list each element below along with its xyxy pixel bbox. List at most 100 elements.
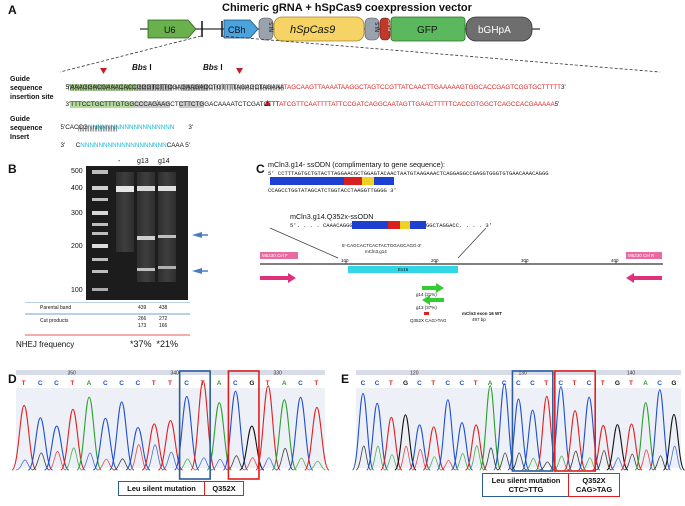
scale-label: 130 — [519, 371, 528, 377]
seq-pairing-lines: ||||||||||||||||||||||||||||||||||||||||… — [68, 84, 284, 91]
base-call: C — [459, 380, 464, 387]
panel-b-letter: B — [8, 162, 17, 176]
exon-label: Ex16 — [398, 267, 409, 272]
trace-minor-peak — [666, 445, 683, 471]
base-call: C — [54, 380, 59, 387]
row-label-guide: Guide — [10, 76, 30, 83]
ladder-200: 200 — [71, 243, 83, 250]
trace-minor-peak — [468, 445, 485, 471]
u6-label: U6 — [164, 25, 176, 35]
trace-minor-peak — [48, 450, 66, 471]
tick-400: 400 — [611, 258, 619, 263]
leu-label-d: Leu silent mutation — [118, 481, 205, 496]
parental-g14: 438 — [159, 305, 168, 311]
panel-c-letter: C — [256, 162, 265, 176]
ssodn-colorbar — [270, 177, 394, 185]
seq-top-strand: 5'AAAGGACGAAACACCGGGTCTTCGAGAAGACCTGTTTT… — [65, 84, 566, 91]
trace-peak — [352, 392, 375, 471]
trace-peak — [125, 426, 151, 471]
g13-arrow — [422, 295, 444, 305]
fwd-primer-arrow — [260, 273, 296, 283]
base-call: C — [103, 380, 108, 387]
fwd-primer-label: M5230 Cel F — [262, 253, 288, 258]
trace-peak — [287, 396, 314, 471]
panel-d-letter: D — [8, 372, 17, 386]
base-call: A — [643, 380, 648, 387]
lane-label-neg: - — [118, 158, 121, 165]
base-call: G — [615, 380, 620, 387]
trace-minor-peak — [511, 452, 527, 471]
trace-minor-peak — [276, 447, 294, 471]
insert-label-insert: Insert — [10, 134, 30, 141]
row-label-sequence: sequence — [10, 85, 43, 92]
chrom-background — [356, 388, 681, 468]
gene-map — [260, 228, 663, 315]
lane-label-g13: g13 — [137, 158, 149, 165]
base-call: C — [417, 380, 422, 387]
insert-bottom-strand: 3' CNNNNNNNNNNNNNNNNNNNCAAA 5' — [60, 142, 190, 149]
ladder-400: 400 — [71, 185, 83, 192]
base-call: C — [558, 380, 563, 387]
ssodn-q-title: mCln3.g14.Q352x-ssODN — [290, 212, 374, 221]
cas9-label: hSpCas9 — [290, 24, 335, 36]
rev-primer-box — [626, 252, 662, 259]
trace-peak — [108, 401, 135, 471]
exon-bar — [348, 266, 458, 273]
gel-image — [86, 166, 188, 300]
base-call: C — [298, 380, 303, 387]
bbs2-label: Bbs I — [203, 63, 223, 72]
trace-peak — [634, 402, 657, 471]
g14-arrow — [422, 283, 444, 293]
trace-peak — [606, 424, 629, 471]
trace-minor-peak — [80, 452, 99, 471]
g14-label: g14 (21%) — [416, 292, 437, 297]
base-call: C — [657, 380, 662, 387]
base-call: A — [282, 380, 287, 387]
trace-peak — [304, 406, 330, 471]
trace-peak — [271, 399, 298, 471]
q352-label-d: Q352X — [204, 481, 244, 496]
trace-peak — [563, 410, 587, 471]
chrom-header-band — [16, 370, 325, 375]
vector-map: U6 CBh NLS hSpCas9 NLS FLAG GFP bGHpA — [140, 16, 540, 42]
base-call: C — [445, 380, 450, 387]
cut-triangle-1 — [100, 68, 107, 74]
tick-100: 100 — [341, 258, 349, 263]
arrow-lower — [192, 268, 202, 274]
trace-peak — [592, 424, 615, 471]
trace-peak — [450, 422, 474, 471]
trace-minor-peak — [64, 447, 83, 471]
rev-primer-label: M5230 Cel R — [628, 253, 655, 258]
ladder-lane — [92, 170, 108, 291]
trace-peak — [206, 402, 233, 471]
rev-primer-arrow — [626, 273, 662, 283]
q352-box-d — [227, 370, 260, 480]
ssodn-seq-line3: CCAGCCTGGTATAGCATCTGGTACCTAAGGTTGGGG 3' — [268, 187, 397, 194]
arrow-upper — [192, 232, 202, 238]
seq-bottom-strand: 3'TTTCCTGCTTTGTGGCCCAGAAGCTCTTCTGGACAAAA… — [65, 101, 560, 108]
base-call: T — [168, 380, 172, 387]
scale-label: 120 — [410, 371, 419, 377]
insert-label-sequence: sequence — [10, 125, 43, 132]
gel-table-lines — [25, 302, 190, 336]
base-call: C — [516, 380, 521, 387]
ladder-300: 300 — [71, 210, 83, 217]
base-call: T — [544, 380, 548, 387]
trace-peak — [436, 399, 459, 471]
trace-minor-peak — [355, 445, 372, 471]
base-call: C — [184, 380, 189, 387]
cut-g13-b: 173 — [138, 323, 147, 329]
nls2-element — [364, 17, 380, 41]
base-call: G — [671, 380, 676, 387]
nhej-values: *37% *21% — [130, 339, 179, 349]
trace-peak — [408, 424, 431, 471]
bghpa-element — [465, 16, 533, 42]
gfp-element — [390, 16, 466, 42]
panel-e-letter: E — [341, 372, 350, 386]
trace-minor-peak — [129, 444, 148, 471]
trace-peak — [521, 409, 544, 471]
trace-minor-peak — [32, 452, 50, 471]
